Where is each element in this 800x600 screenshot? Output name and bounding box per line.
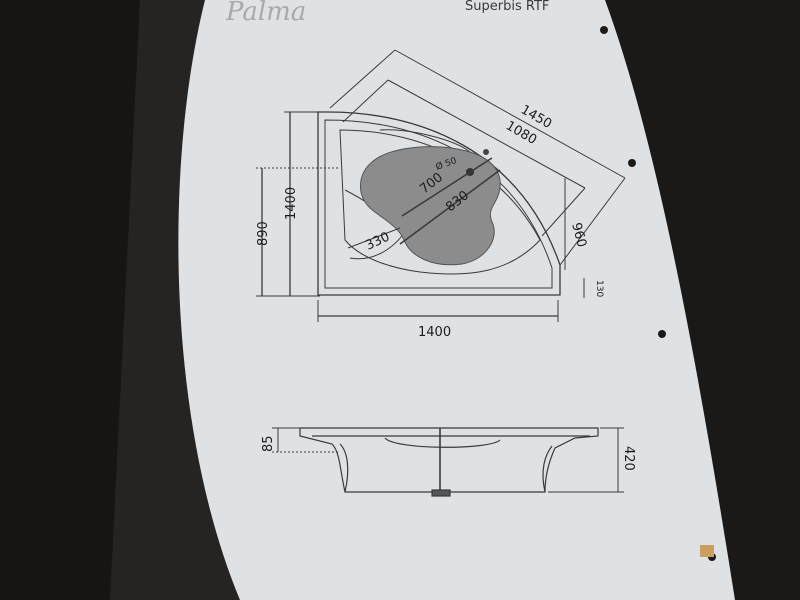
binder-hole	[658, 330, 666, 338]
dim-130: 130	[594, 280, 604, 297]
sticker	[700, 545, 714, 557]
plan-dimension-lines	[256, 49, 626, 322]
brand-title: Palma	[225, 0, 306, 27]
right-dark-panel	[600, 0, 800, 600]
dim-85: 85	[261, 435, 276, 452]
overflow-icon	[483, 149, 489, 155]
dim-890: 890	[256, 221, 271, 246]
side-view-drawing	[299, 427, 599, 497]
side-dimension-lines	[272, 427, 624, 493]
dim-960: 960	[568, 221, 589, 249]
left-dark-panel	[0, 0, 140, 600]
binder-hole	[628, 159, 636, 167]
binder-hole	[600, 26, 608, 34]
dim-1400-left: 1400	[284, 187, 299, 220]
model-name: Superbis RTF	[465, 0, 549, 14]
dim-420: 420	[621, 446, 636, 471]
dim-1400-bottom: 1400	[418, 325, 451, 340]
basin-shape	[360, 146, 501, 266]
